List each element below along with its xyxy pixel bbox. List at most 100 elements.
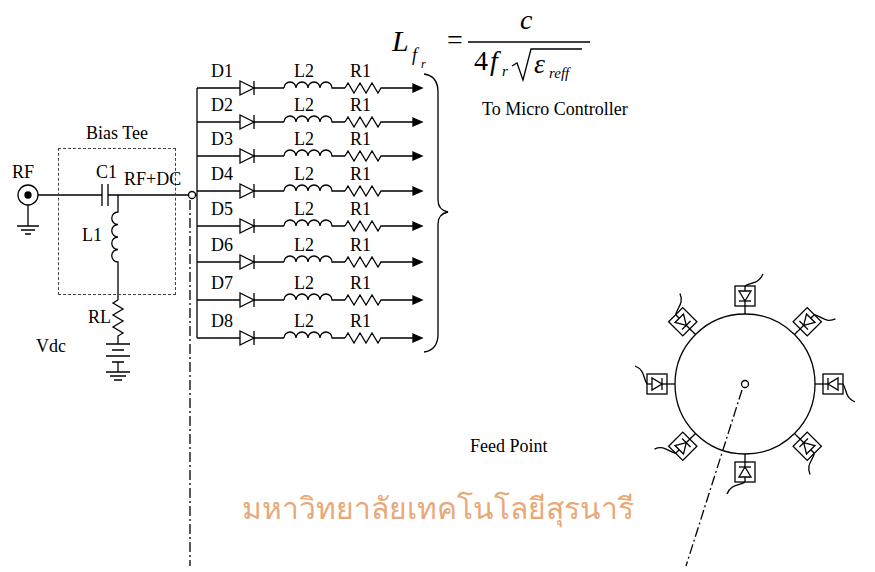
inductor-symbol [284, 220, 345, 226]
diode-bar [254, 293, 284, 307]
branch-wire [197, 155, 240, 156]
branch-wire [197, 190, 240, 191]
component-label: RL [88, 308, 111, 326]
junction-node [189, 192, 196, 199]
formula-symbol: ε [534, 50, 545, 78]
diode-bar [682, 321, 690, 329]
brace [424, 74, 448, 352]
inductor-symbol [284, 150, 345, 156]
component-label: L2 [294, 96, 314, 114]
formula-subscript: r [421, 58, 426, 70]
control-wire [667, 293, 688, 314]
box-heading: Bias Tee [58, 120, 176, 142]
ring-diode [654, 421, 702, 469]
diode-lead [676, 433, 696, 453]
diode-bar [739, 466, 751, 467]
branch-wire [197, 225, 240, 226]
diode-bar [254, 115, 284, 129]
inductor-symbol [284, 185, 345, 191]
control-wire [635, 366, 647, 384]
formula-symbol: 4 [474, 47, 488, 75]
arrow-head [413, 84, 422, 92]
diode-bar [254, 184, 284, 198]
resistor-rl [113, 300, 123, 344]
diode-bar [799, 438, 807, 446]
signal-label: RF+DC [124, 170, 181, 188]
resistor-symbol [345, 186, 414, 196]
component-label: R1 [350, 200, 371, 218]
component-label: R1 [350, 312, 371, 330]
component-label: L2 [294, 312, 314, 330]
formula-subscript: r [502, 64, 508, 79]
diode-bar [254, 255, 284, 269]
control-wire [745, 274, 763, 286]
port-label: RF [12, 163, 34, 181]
diode-label: D5 [211, 200, 233, 218]
diode-symbol [240, 255, 254, 269]
diode-symbol [240, 115, 254, 129]
diode-symbol [240, 184, 254, 198]
component-label: R1 [350, 165, 371, 183]
diode-lead [794, 433, 814, 453]
ring-diode [660, 293, 708, 341]
component-label: R1 [350, 274, 371, 292]
arrow-head [413, 152, 422, 160]
arrow-head [413, 118, 422, 126]
component-label: R1 [350, 62, 371, 80]
resistor-symbol [345, 257, 414, 267]
ring-diode [782, 426, 830, 474]
control-wire [843, 384, 855, 402]
control-wire [727, 482, 745, 494]
rf-connector-pin [25, 192, 31, 198]
diode-bar [799, 321, 807, 329]
formula-subscript: reff [549, 66, 569, 81]
branch-wire [197, 299, 240, 300]
component-label: L1 [82, 226, 102, 244]
inductor-symbol [284, 256, 345, 262]
ring-diode [727, 454, 755, 494]
ring-diode [635, 366, 675, 394]
branch-wire [197, 87, 240, 88]
diode-label: D7 [211, 274, 233, 292]
diode-symbol [739, 467, 751, 477]
component-label: L2 [294, 130, 314, 148]
component-label: L2 [294, 274, 314, 292]
ring-diode [735, 274, 763, 314]
arrow-head [413, 334, 422, 342]
diode-bar [254, 149, 284, 163]
ring-patch [675, 314, 815, 454]
component-label: C1 [96, 163, 117, 181]
diode-bar [682, 438, 690, 446]
watermark: มหาวิทยาลัยเทคโนโลยีสุรนารี [242, 494, 634, 524]
component-label: L2 [294, 62, 314, 80]
inductor-l1 [112, 195, 118, 300]
pad [669, 432, 697, 460]
inductor-symbol [284, 294, 345, 300]
component-label: R1 [350, 236, 371, 254]
resistor-symbol [345, 333, 414, 343]
diode-bar [739, 300, 751, 301]
diode-symbol [240, 219, 254, 233]
diode-bar [254, 331, 284, 345]
resistor-symbol [345, 221, 414, 231]
diode-label: D4 [211, 165, 233, 183]
component-label: R1 [350, 96, 371, 114]
branch-wire [197, 121, 240, 122]
diode-bar [254, 219, 284, 233]
note-label: To Micro Controller [482, 100, 628, 118]
formula-symbol: L [392, 26, 409, 56]
diode-symbol [675, 438, 691, 454]
resistor-symbol [345, 117, 414, 127]
diode-label: D3 [211, 130, 233, 148]
component-label: L2 [294, 165, 314, 183]
feed-point-dot [742, 381, 749, 388]
diode-symbol [240, 293, 254, 307]
pad [669, 308, 697, 336]
battery-vdc [106, 344, 130, 380]
formula-symbol: = [447, 26, 463, 54]
note-label: Feed Point [470, 437, 548, 455]
diode-label: D2 [211, 96, 233, 114]
arrow-head [413, 222, 422, 230]
